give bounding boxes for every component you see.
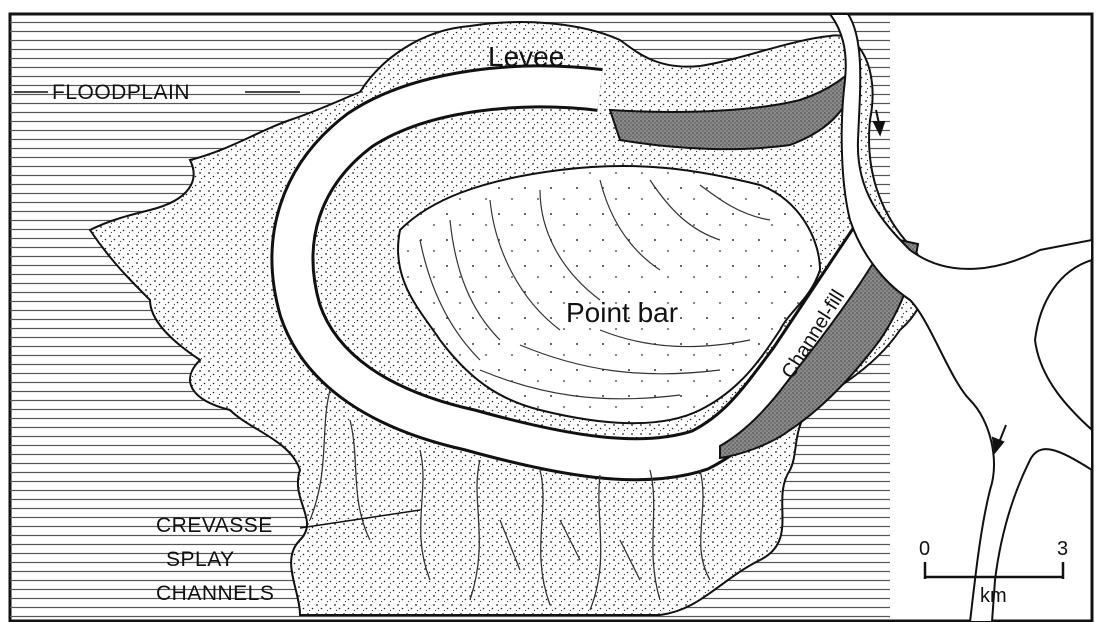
levee-label: Levee bbox=[488, 41, 564, 72]
crevasse-label-line1: CREVASSE bbox=[156, 514, 273, 537]
point-bar-label: Point bar bbox=[566, 297, 678, 328]
floodplain-label: FLOODPLAIN bbox=[52, 81, 190, 104]
crevasse-label-line2: SPLAY bbox=[166, 548, 235, 571]
scale-bar-min: 0 bbox=[919, 538, 930, 560]
crevasse-label-line3: CHANNELS bbox=[156, 582, 274, 605]
scale-bar-max: 3 bbox=[1057, 538, 1068, 560]
scale-bar-unit: km bbox=[980, 585, 1007, 607]
